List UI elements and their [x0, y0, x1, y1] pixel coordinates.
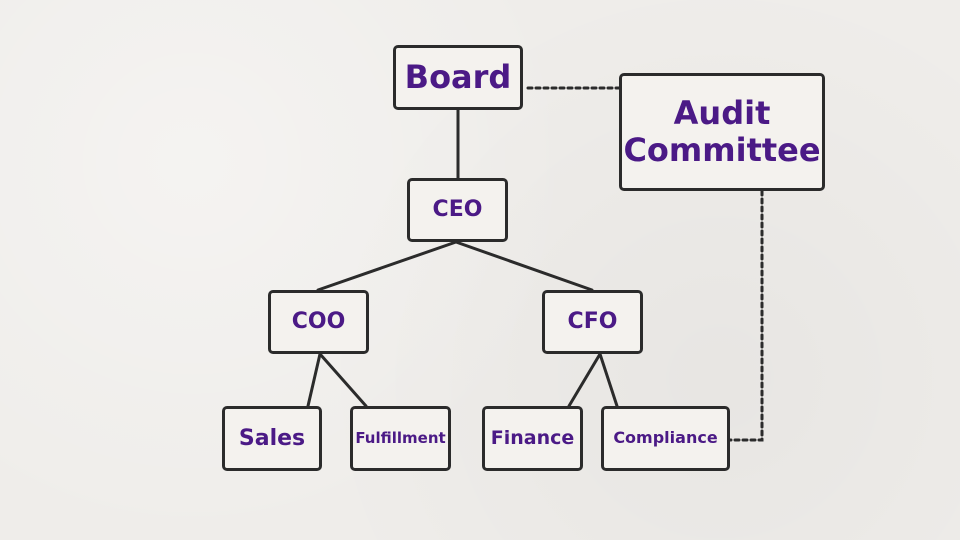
node-fulfillment: Fulfillment — [350, 406, 451, 471]
node-cfo: CFO — [542, 290, 643, 354]
node-sales: Sales — [222, 406, 322, 471]
dotted-connector-audit-compliance — [728, 189, 764, 442]
node-board: Board — [393, 45, 523, 110]
node-coo: COO — [268, 290, 369, 354]
node-audit-committee-line-1: Audit — [673, 94, 771, 133]
connector-coo-sales — [306, 352, 322, 408]
node-cfo-label: CFO — [567, 309, 618, 335]
connector-ceo-cfo — [454, 240, 594, 292]
node-audit-committee: Audit Committee — [619, 73, 825, 191]
node-compliance: Compliance — [601, 406, 730, 471]
node-finance: Finance — [482, 406, 583, 471]
node-ceo-label: CEO — [432, 197, 483, 223]
node-audit-committee-label: Audit Committee — [623, 95, 820, 169]
node-sales-label: Sales — [238, 425, 306, 451]
node-coo-label: COO — [291, 309, 346, 335]
node-ceo: CEO — [407, 178, 508, 242]
node-board-label: Board — [404, 58, 512, 97]
node-finance-label: Finance — [490, 426, 575, 449]
connector-cfo-finance — [567, 352, 602, 408]
connector-coo-fulfillment — [318, 352, 368, 408]
connector-ceo-coo — [316, 240, 458, 292]
node-audit-committee-line-2: Committee — [623, 131, 821, 169]
node-fulfillment-label: Fulfillment — [355, 428, 446, 447]
connector-cfo-compliance — [598, 352, 619, 408]
node-compliance-label: Compliance — [613, 428, 718, 448]
